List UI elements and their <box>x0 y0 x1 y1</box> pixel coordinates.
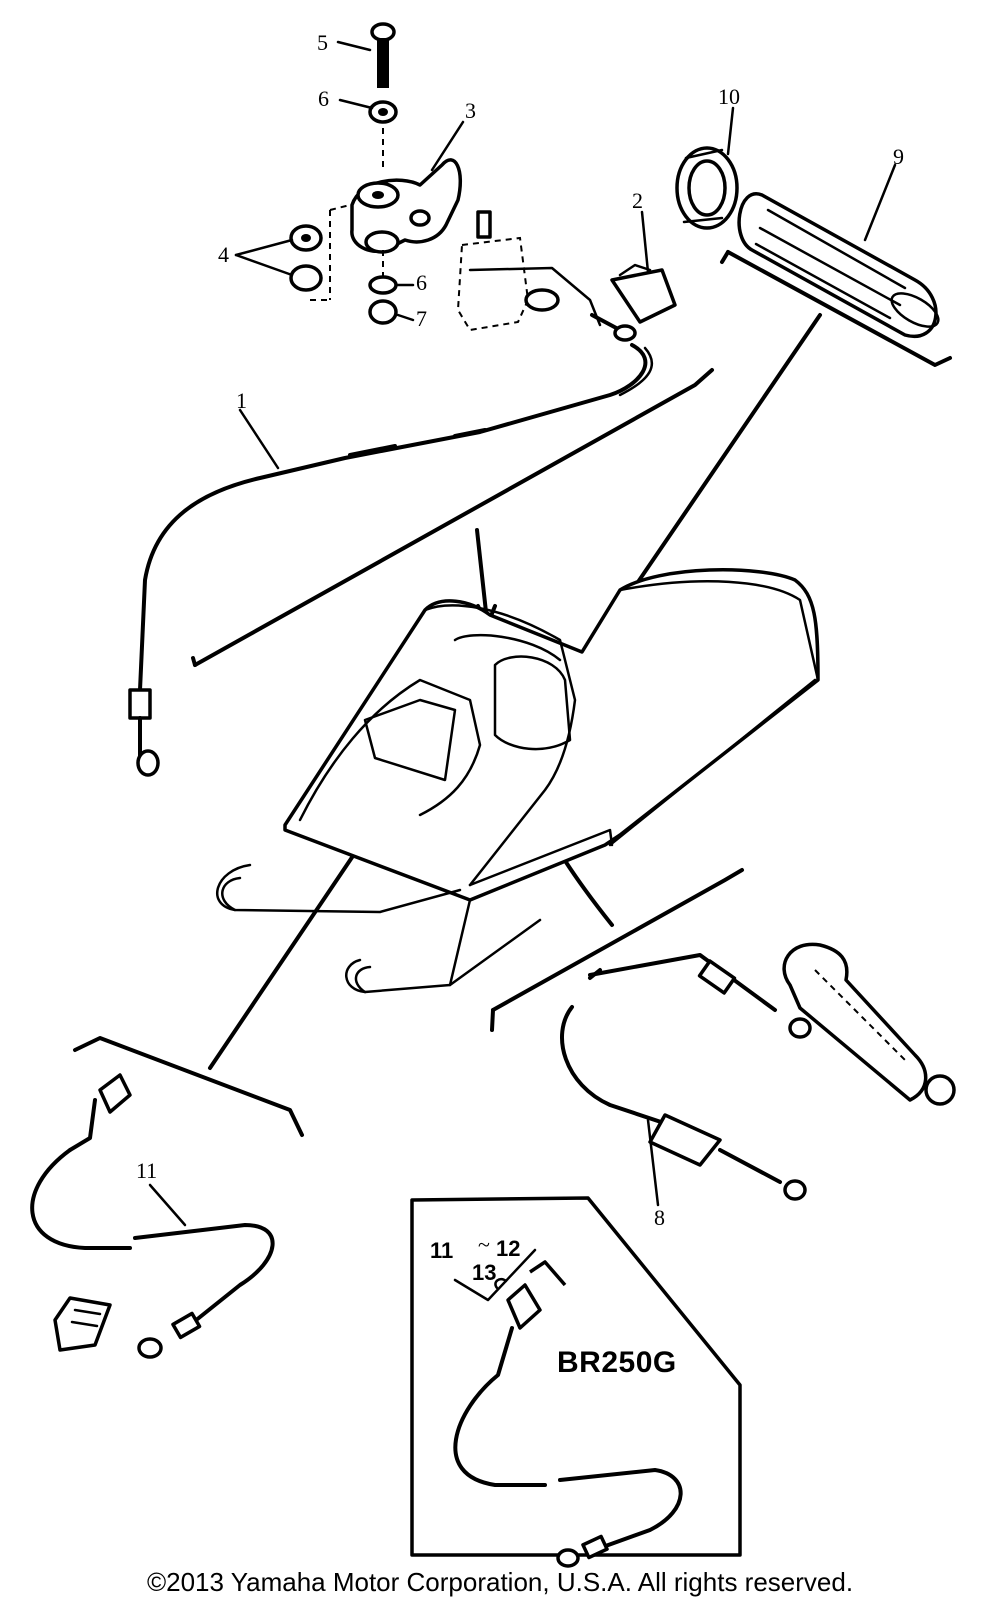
snowmobile-outline <box>216 568 820 994</box>
callout-11-inset: 11 <box>430 1238 454 1263</box>
throttle-bracket-assembly <box>234 22 465 325</box>
throttle-cable <box>128 343 654 777</box>
callout-5: 5 <box>317 30 328 55</box>
callout-12-inset: 12 <box>496 1236 521 1261</box>
brake-lever <box>782 942 956 1106</box>
callout-9: 9 <box>893 144 904 169</box>
copyright-notice: ©2013 Yamaha Motor Corporation, U.S.A. A… <box>146 1567 854 1597</box>
choke-cable <box>30 1073 275 1359</box>
grip-ring <box>675 106 739 230</box>
callout-3: 3 <box>465 98 476 123</box>
group-brackets <box>73 250 952 1137</box>
callout-2: 2 <box>632 188 643 213</box>
throttle-housing <box>456 210 637 342</box>
lever-clip <box>610 210 677 324</box>
callout-4: 4 <box>218 242 229 267</box>
callout-6-lower: 6 <box>416 270 427 295</box>
brake-cable <box>560 953 812 1207</box>
inset-model-label: BR250G <box>557 1346 677 1379</box>
callout-8: 8 <box>654 1205 665 1230</box>
callout-7: 7 <box>416 306 427 331</box>
callout-6: 6 <box>318 86 329 111</box>
callout-1: 1 <box>236 388 247 413</box>
br250g-inset <box>410 1196 742 1568</box>
handle-grip <box>737 163 940 339</box>
callout-range-tilde: ~ <box>478 1232 490 1257</box>
callout-10: 10 <box>718 84 740 109</box>
callout-11: 11 <box>136 1158 158 1183</box>
callout-13-inset: 13 <box>472 1260 497 1285</box>
